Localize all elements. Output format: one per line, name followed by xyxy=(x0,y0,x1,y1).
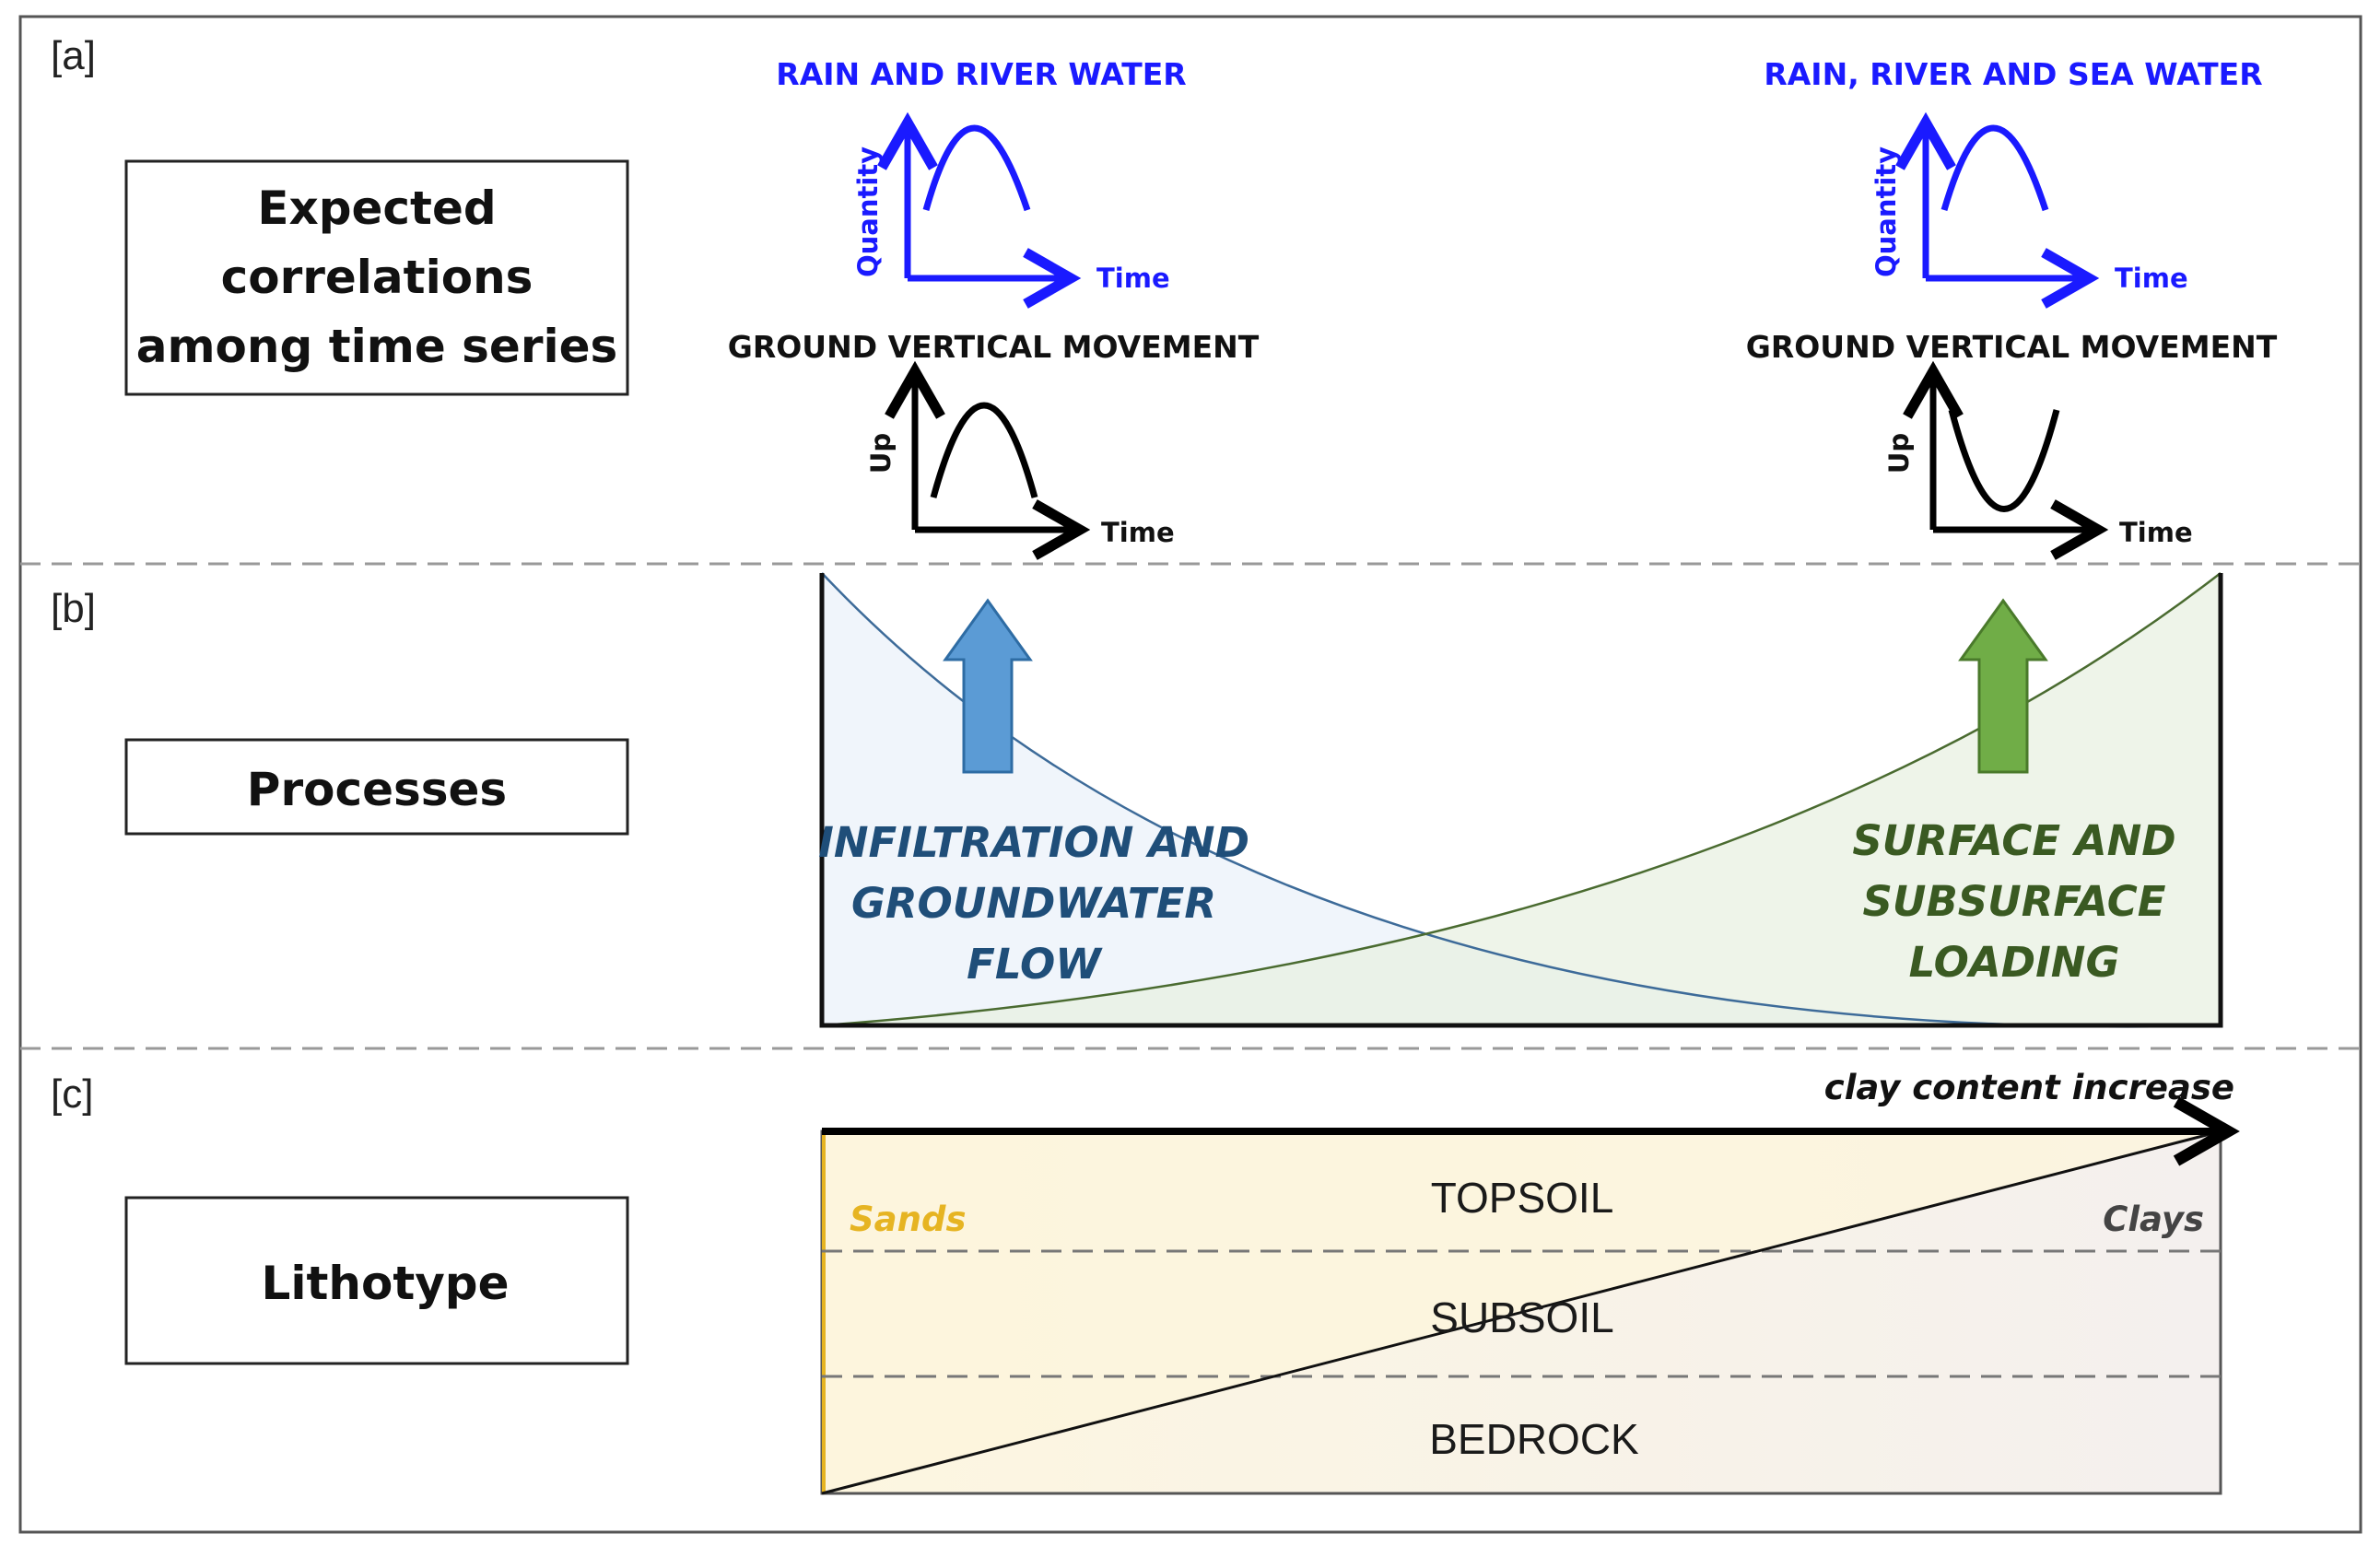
clays-label: Clays xyxy=(2103,1200,2204,1239)
lithotype-box xyxy=(124,1196,629,1365)
processes-box xyxy=(124,738,629,836)
right-response-title: GROUND VERTICAL MOVEMENT xyxy=(1746,329,2278,365)
left-response-x-label: Time xyxy=(1101,517,1175,548)
topsoil-label: TOPSOIL xyxy=(1431,1174,1614,1222)
lithotype-box-title: Lithotype xyxy=(261,1257,509,1310)
clay-content-label: clay content increase xyxy=(1824,1068,2234,1107)
right-input-title: RAIN, RIVER AND SEA WATER xyxy=(1764,56,2262,92)
infiltration-up-arrow xyxy=(943,598,1033,774)
sand-clay-diagonal xyxy=(821,1129,2222,1495)
box-title-line-3: among time series xyxy=(136,320,618,373)
right-input-y-label: Quantity xyxy=(1870,146,1902,277)
processes-box-title: Processes xyxy=(247,763,507,816)
panel-label-a: [a] xyxy=(51,33,96,78)
left-input-y-label: Quantity xyxy=(852,146,884,277)
right-input-peak-curve xyxy=(1940,124,2049,212)
left-response-peak-curve xyxy=(930,402,1038,498)
box-title-line-1: Expected xyxy=(257,181,496,235)
left-response-y-label: Up xyxy=(865,433,897,474)
right-response-y-label: Up xyxy=(1883,433,1915,474)
panel-a: [a] Expected correlations among time ser… xyxy=(51,33,2278,560)
left-input-x-label: Time xyxy=(1096,263,1170,294)
process-frame xyxy=(819,573,2223,1028)
infiltration-label-line-3: FLOW xyxy=(967,940,1103,989)
right-input-mini-chart: Quantity Time xyxy=(1870,111,2188,309)
left-response-mini-chart: Up Time xyxy=(865,360,1175,560)
loading-label-line-2: SUBSURFACE xyxy=(1863,877,2166,926)
subsoil-label: SUBSOIL xyxy=(1430,1293,1613,1341)
loading-area xyxy=(822,573,2221,1025)
sands-label: Sands xyxy=(850,1200,966,1239)
infiltration-label-line-2: GROUNDWATER xyxy=(851,879,1216,928)
left-input-title: RAIN AND RIVER WATER xyxy=(776,56,1186,92)
panel-c: [c] Lithotype clay content increase Sand… xyxy=(51,1068,2240,1495)
expected-correlations-box xyxy=(124,159,629,396)
right-response-mini-chart: Up Time xyxy=(1883,360,2193,560)
left-input-mini-chart: Quantity Time xyxy=(852,111,1170,309)
right-input-x-label: Time xyxy=(2115,263,2188,294)
infiltration-label-line-1: INFILTRATION AND xyxy=(818,818,1249,867)
panel-label-c: [c] xyxy=(51,1071,93,1117)
panel-label-b: [b] xyxy=(51,586,96,631)
loading-label-line-1: SURFACE AND xyxy=(1852,816,2175,865)
left-input-peak-curve xyxy=(922,124,1031,212)
loading-label-line-3: LOADING xyxy=(1909,938,2120,987)
infiltration-area xyxy=(822,573,2221,1027)
loading-curve xyxy=(821,572,2222,1027)
right-response-trough-curve xyxy=(1948,409,2060,512)
right-response-x-label: Time xyxy=(2119,517,2193,548)
panel-b: [b] Processes INFILTRATION AND GROUNDWAT… xyxy=(51,572,2223,1028)
box-title-line-2: correlations xyxy=(221,251,533,304)
bedrock-label: BEDROCK xyxy=(1429,1415,1639,1463)
loading-up-arrow xyxy=(1958,598,2048,774)
left-response-title: GROUND VERTICAL MOVEMENT xyxy=(728,329,1260,365)
